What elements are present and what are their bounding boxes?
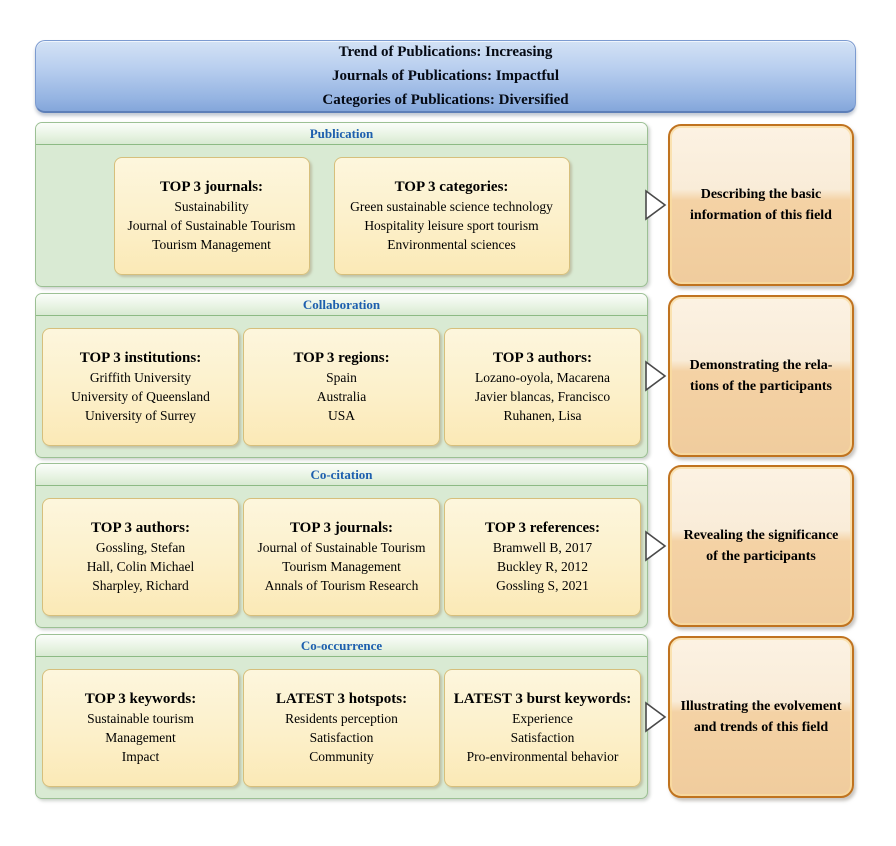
card-item: Buckley R, 2012 [496,558,589,574]
card-top3-keywords: TOP 3 keywords: Sustainable tourism Mana… [42,668,239,787]
card-item: Residents perception [285,710,398,726]
banner-line-trend: Trend of Publications: Increasing [338,44,553,60]
card-item: Gossling, Stefan [95,539,186,555]
card-item: Australia [316,388,367,404]
section-co-citation: Co-citation TOP 3 authors: Gossling, Ste… [35,463,648,628]
card-top3-institutions: TOP 3 institutions: Griffith University … [42,327,239,446]
section-co-occurrence: Co-occurrence TOP 3 keywords: Sustainabl… [35,634,648,799]
right-arrow-icon [645,189,667,221]
card-item: Management [105,729,176,745]
card-heading: TOP 3 authors: [91,519,190,536]
note-basic-information: Describing the basic information of this… [668,124,854,286]
right-arrow-icon [645,701,667,733]
card-item: Lozano-oyola, Macarena [475,369,610,385]
card-item: Tourism Management [152,236,271,252]
card-item: Griffith University [89,369,192,385]
card-top3-regions: TOP 3 regions: Spain Australia USA [243,327,440,446]
section-collaboration-title: Collaboration [36,294,647,316]
note-relations-participants: Demonstrating the rela- tions of the par… [668,295,854,457]
card-latest3-burst-keywords: LATEST 3 burst keywords: Experience Sati… [444,668,641,787]
section-co-occurrence-body: TOP 3 keywords: Sustainable tourism Mana… [36,657,647,798]
card-item: Sustainability [174,198,249,214]
note-line: information of this field [690,208,832,223]
card-item: Community [309,748,374,764]
card-item: Sharpley, Richard [92,577,189,593]
card-item: Gossling S, 2021 [496,577,589,593]
card-item: Satisfaction [510,729,575,745]
section-publication-body: TOP 3 journals: Sustainability Journal o… [36,145,647,286]
card-heading: TOP 3 references: [485,519,600,536]
card-item: Journal of Sustainable Tourism [257,539,426,555]
card-heading: TOP 3 regions: [293,349,390,366]
card-item: Ruhanen, Lisa [503,407,582,423]
note-evolvement-trends: Illustrating the evolvement and trends o… [668,636,854,798]
note-line: Demonstrating the rela- [689,358,833,373]
section-collaboration: Collaboration TOP 3 institutions: Griffi… [35,293,648,458]
card-heading: LATEST 3 burst keywords: [453,690,632,707]
banner-line-journals: Journals of Publications: Impactful [331,68,560,84]
card-heading: TOP 3 journals: [289,519,394,536]
card-heading: TOP 3 journals: [159,178,264,195]
note-line: Describing the basic [700,187,822,202]
note-line: of the participants [706,549,816,564]
summary-banner: Trend of Publications: Increasing Journa… [35,40,856,113]
note-significance-participants: Revealing the significance of the partic… [668,465,854,627]
card-heading: TOP 3 institutions: [79,349,202,366]
card-item: Spain [326,369,357,385]
card-item: Bramwell B, 2017 [492,539,593,555]
card-item: Green sustainable science technology [350,198,553,214]
section-co-occurrence-title: Co-occurrence [36,635,647,657]
right-arrow-icon [645,360,667,392]
section-collaboration-body: TOP 3 institutions: Griffith University … [36,316,647,457]
card-item: Hall, Colin Michael [86,558,195,574]
card-item: USA [327,407,355,423]
section-co-citation-body: TOP 3 authors: Gossling, Stefan Hall, Co… [36,486,647,627]
card-heading: TOP 3 categories: [394,178,509,195]
banner-line-categories: Categories of Publications: Diversified [322,92,569,108]
card-latest3-hotspots: LATEST 3 hotspots: Residents perception … [243,668,440,787]
section-publication: Publication TOP 3 journals: Sustainabili… [35,122,648,287]
card-item: Annals of Tourism Research [264,577,419,593]
card-item: Environmental sciences [387,236,516,252]
card-item: Hospitality leisure sport tourism [364,217,539,233]
note-line: Illustrating the evolvement [680,699,842,714]
section-publication-title: Publication [36,123,647,145]
note-line: tions of the participants [690,379,832,394]
card-heading: TOP 3 keywords: [84,690,197,707]
card-top3-cited-journals: TOP 3 journals: Journal of Sustainable T… [243,497,440,616]
card-item: Sustainable tourism [87,710,194,726]
card-item: Tourism Management [282,558,401,574]
note-line: Revealing the significance [683,528,839,543]
card-item: Experience [512,710,573,726]
card-top3-cited-authors: TOP 3 authors: Gossling, Stefan Hall, Co… [42,497,239,616]
card-item: University of Queensland [71,388,210,404]
card-top3-authors-collab: TOP 3 authors: Lozano-oyola, Macarena Ja… [444,327,641,446]
card-item: Pro-environmental behavior [466,748,619,764]
card-item: Journal of Sustainable Tourism [127,217,296,233]
card-item: Satisfaction [309,729,374,745]
note-line: and trends of this field [693,720,829,735]
section-co-citation-title: Co-citation [36,464,647,486]
card-heading: TOP 3 authors: [493,349,592,366]
card-top3-categories: TOP 3 categories: Green sustainable scie… [333,156,570,275]
card-top3-references: TOP 3 references: Bramwell B, 2017 Buckl… [444,497,641,616]
card-item: Impact [121,748,160,764]
card-item: Javier blancas, Francisco [474,388,611,404]
card-top3-journals: TOP 3 journals: Sustainability Journal o… [113,156,310,275]
card-item: University of Surrey [85,407,196,423]
right-arrow-icon [645,530,667,562]
card-heading: LATEST 3 hotspots: [275,690,408,707]
